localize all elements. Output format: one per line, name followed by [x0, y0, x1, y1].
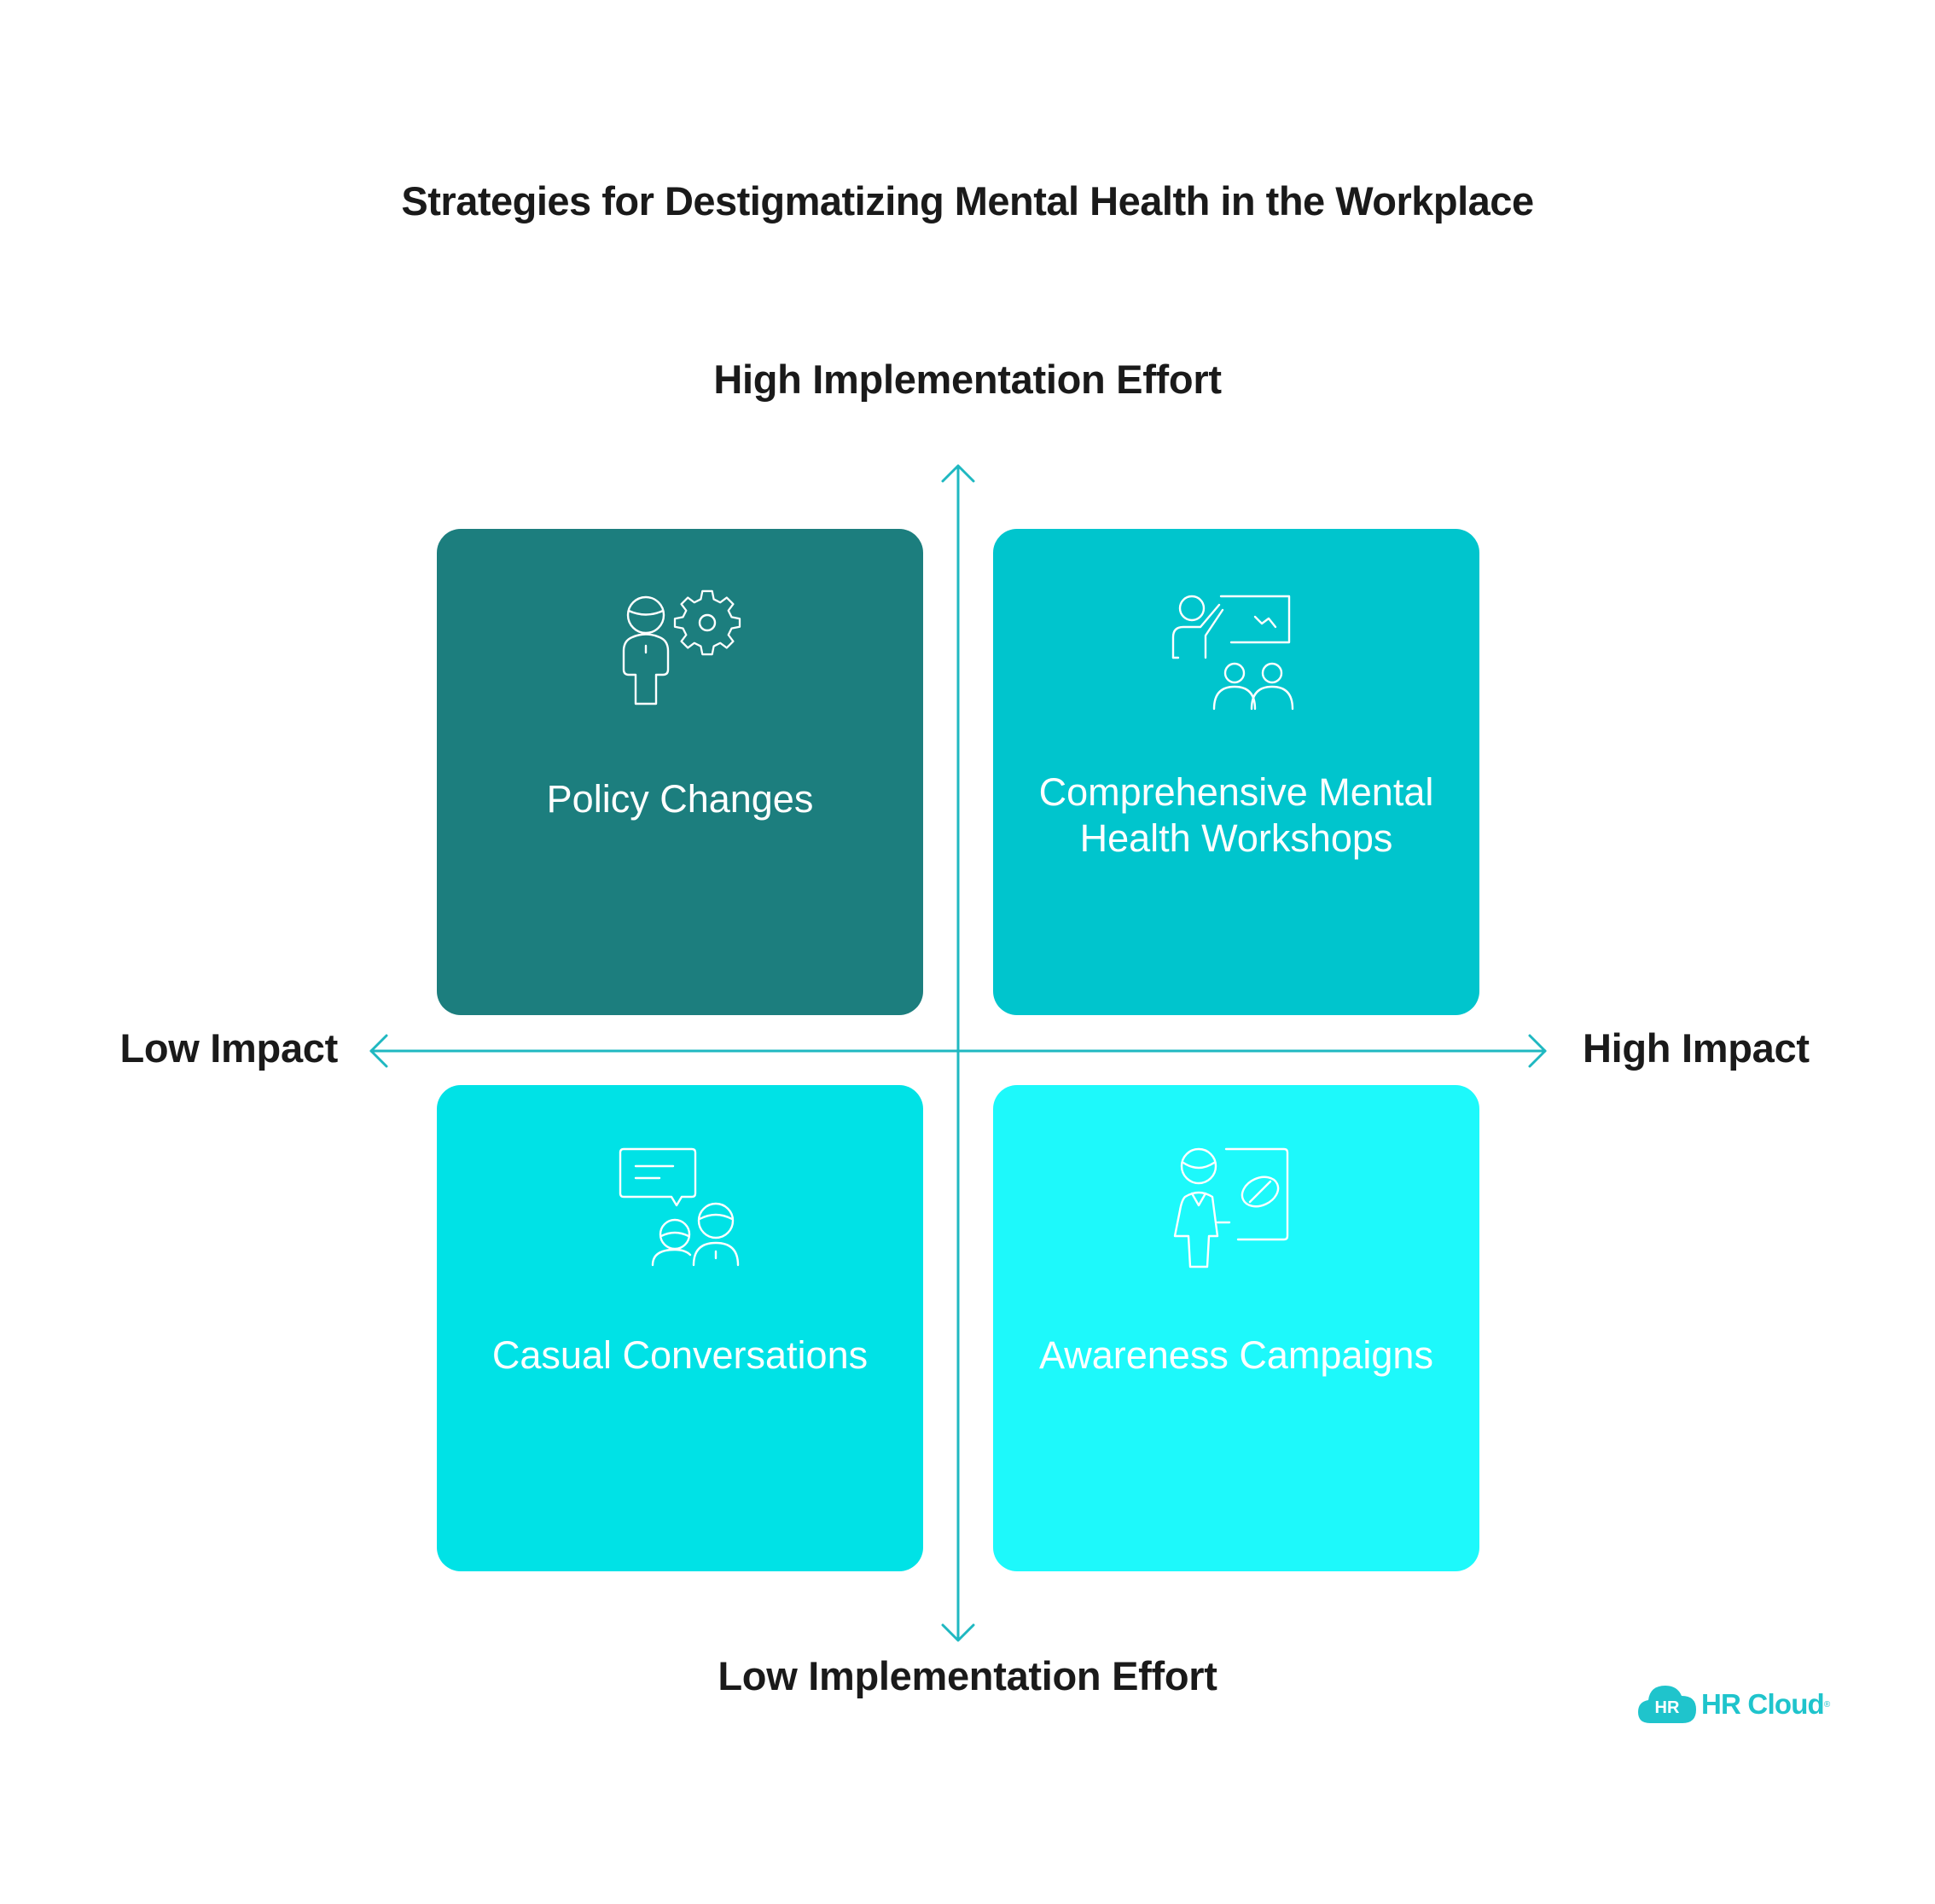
logo-wordmark: HR Cloud [1701, 1688, 1825, 1720]
quadrant-comprehensive-workshops: Comprehensive Mental Health Workshops [993, 529, 1479, 1015]
quadrant-label: Comprehensive Mental Health Workshops [1038, 770, 1434, 860]
person-gear-icon [622, 589, 741, 705]
logo-trademark: ® [1823, 1699, 1831, 1710]
presenter-audience-icon [1171, 595, 1294, 711]
hr-cloud-logo: HR HR Cloud® [1636, 1681, 1830, 1728]
quadrant-label: Casual Conversations [491, 1333, 869, 1377]
quadrant-awareness-campaigns: Awareness Campaigns [993, 1085, 1479, 1571]
diagram-title: Strategies for Destigmatizing Mental Hea… [401, 178, 1534, 223]
arrow-right-icon [1528, 1034, 1547, 1068]
quadrant-policy-changes: Policy Changes [437, 529, 923, 1015]
axis-label-high-effort: High Implementation Effort [713, 357, 1222, 402]
presenter-board-icon [1173, 1147, 1289, 1268]
quadrant-label: Policy Changes [546, 777, 814, 821]
chat-people-icon [619, 1147, 740, 1267]
arrow-left-icon [369, 1034, 388, 1068]
axis-label-low-impact: Low Impact [119, 1025, 338, 1071]
cloud-logo-icon: HR [1636, 1681, 1698, 1728]
svg-text:HR: HR [1655, 1698, 1680, 1717]
arrow-down-icon [941, 1623, 975, 1642]
quadrant-casual-conversations: Casual Conversations [437, 1085, 923, 1571]
axis-label-high-impact: High Impact [1583, 1025, 1810, 1071]
arrow-up-icon [941, 464, 975, 483]
axis-label-low-effort: Low Implementation Effort [718, 1653, 1217, 1698]
quadrant-label: Awareness Campaigns [1039, 1333, 1433, 1377]
